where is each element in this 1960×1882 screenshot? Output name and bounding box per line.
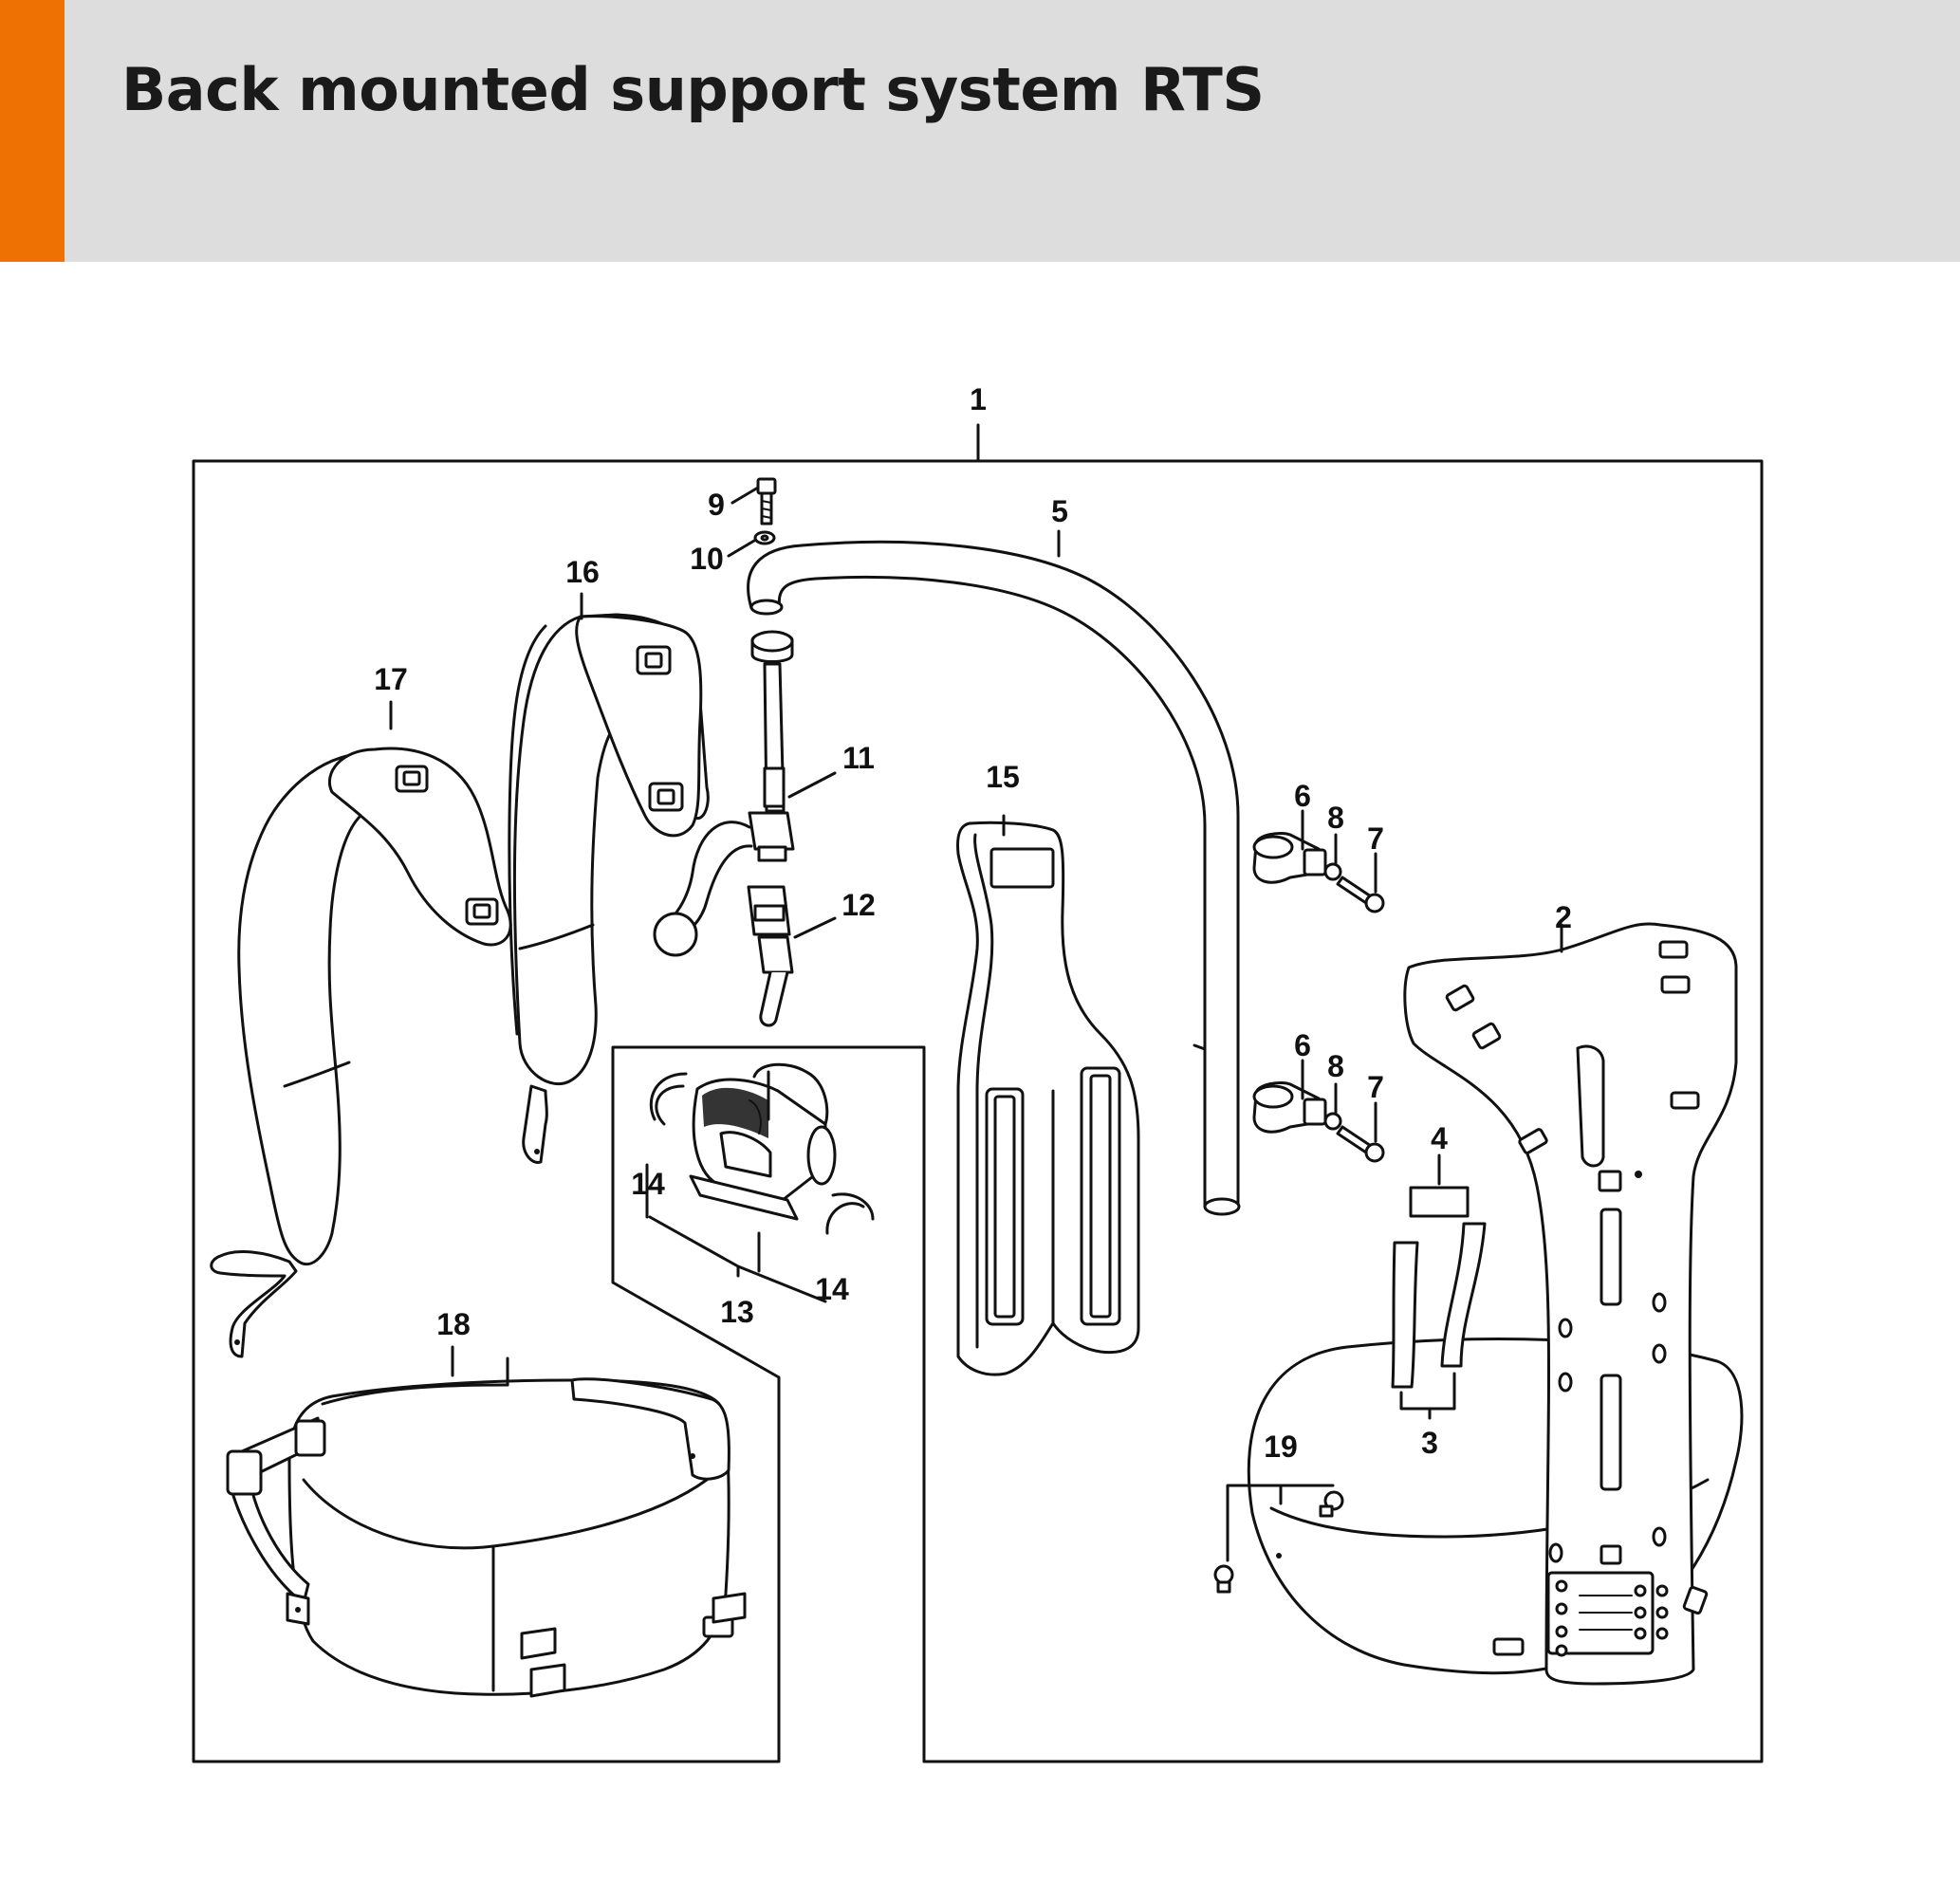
header-bar: Back mounted support system RTS: [0, 0, 1960, 262]
callout-10: 10: [690, 542, 724, 576]
callout-5: 5: [1051, 494, 1068, 528]
callout-13: 13: [720, 1295, 754, 1329]
part-label-4: [1409, 1186, 1470, 1218]
callout-6-upper: 6: [1294, 779, 1311, 813]
callout-19: 19: [1264, 1430, 1298, 1464]
callout-8-lower: 8: [1327, 1049, 1344, 1083]
callout-labels: 1 2 3 4 5 6 6 7 7 8 8 9 10 11 12 13 14 1…: [374, 382, 1572, 1464]
callout-7-lower: 7: [1367, 1070, 1384, 1104]
callout-6-lower: 6: [1294, 1028, 1311, 1062]
part-washer-8-upper: [1323, 862, 1342, 881]
callout-17: 17: [374, 662, 408, 696]
page-title: Back mounted support system RTS: [121, 55, 1265, 124]
part-carrying-tube: [747, 540, 1241, 1216]
part-screw-9: [756, 477, 777, 526]
callout-12: 12: [841, 888, 876, 922]
callout-1: 1: [970, 382, 987, 416]
part-clip-14-right: [825, 1192, 875, 1235]
callout-3: 3: [1421, 1426, 1438, 1460]
callout-16: 16: [565, 555, 600, 589]
leader-lines: [389, 486, 1563, 1562]
callout-2: 2: [1555, 900, 1572, 934]
part-clamp-6-lower: [1252, 1080, 1327, 1134]
part-back-pad-15: [956, 821, 1140, 1376]
assembly-frame: [192, 459, 1764, 1763]
part-hanger-strap-11: [653, 630, 795, 957]
callout-9: 9: [708, 488, 725, 522]
part-washer-10: [753, 530, 776, 545]
callout-8-upper: 8: [1327, 801, 1344, 835]
callout-14-right: 14: [815, 1272, 849, 1306]
part-screws-19: [1213, 1490, 1344, 1594]
part-screw-7-lower: [1336, 1125, 1385, 1163]
part-clip-14-left: [649, 1072, 688, 1126]
part-shoulder-strap-17: [210, 747, 512, 1358]
callout-18: 18: [436, 1307, 471, 1341]
part-washer-8-lower: [1323, 1112, 1342, 1131]
part-strips-3: [1391, 1222, 1487, 1389]
callout-15: 15: [986, 760, 1020, 794]
part-hip-belt-18: [226, 1356, 747, 1698]
callout-4: 4: [1431, 1121, 1448, 1155]
part-clamp-6-upper: [1252, 831, 1327, 884]
part-buckle-hook-12: [747, 885, 794, 1027]
part-back-plate-2: [1247, 922, 1744, 1686]
part-shoulder-strap-16: [508, 613, 710, 1164]
callout-7-upper: 7: [1367, 821, 1384, 856]
callout-11: 11: [842, 741, 875, 775]
part-screw-7-upper: [1336, 876, 1385, 913]
part-holder-13: [689, 1062, 837, 1221]
accent-stripe: [0, 0, 65, 262]
callout-14-left: 14: [631, 1167, 665, 1201]
